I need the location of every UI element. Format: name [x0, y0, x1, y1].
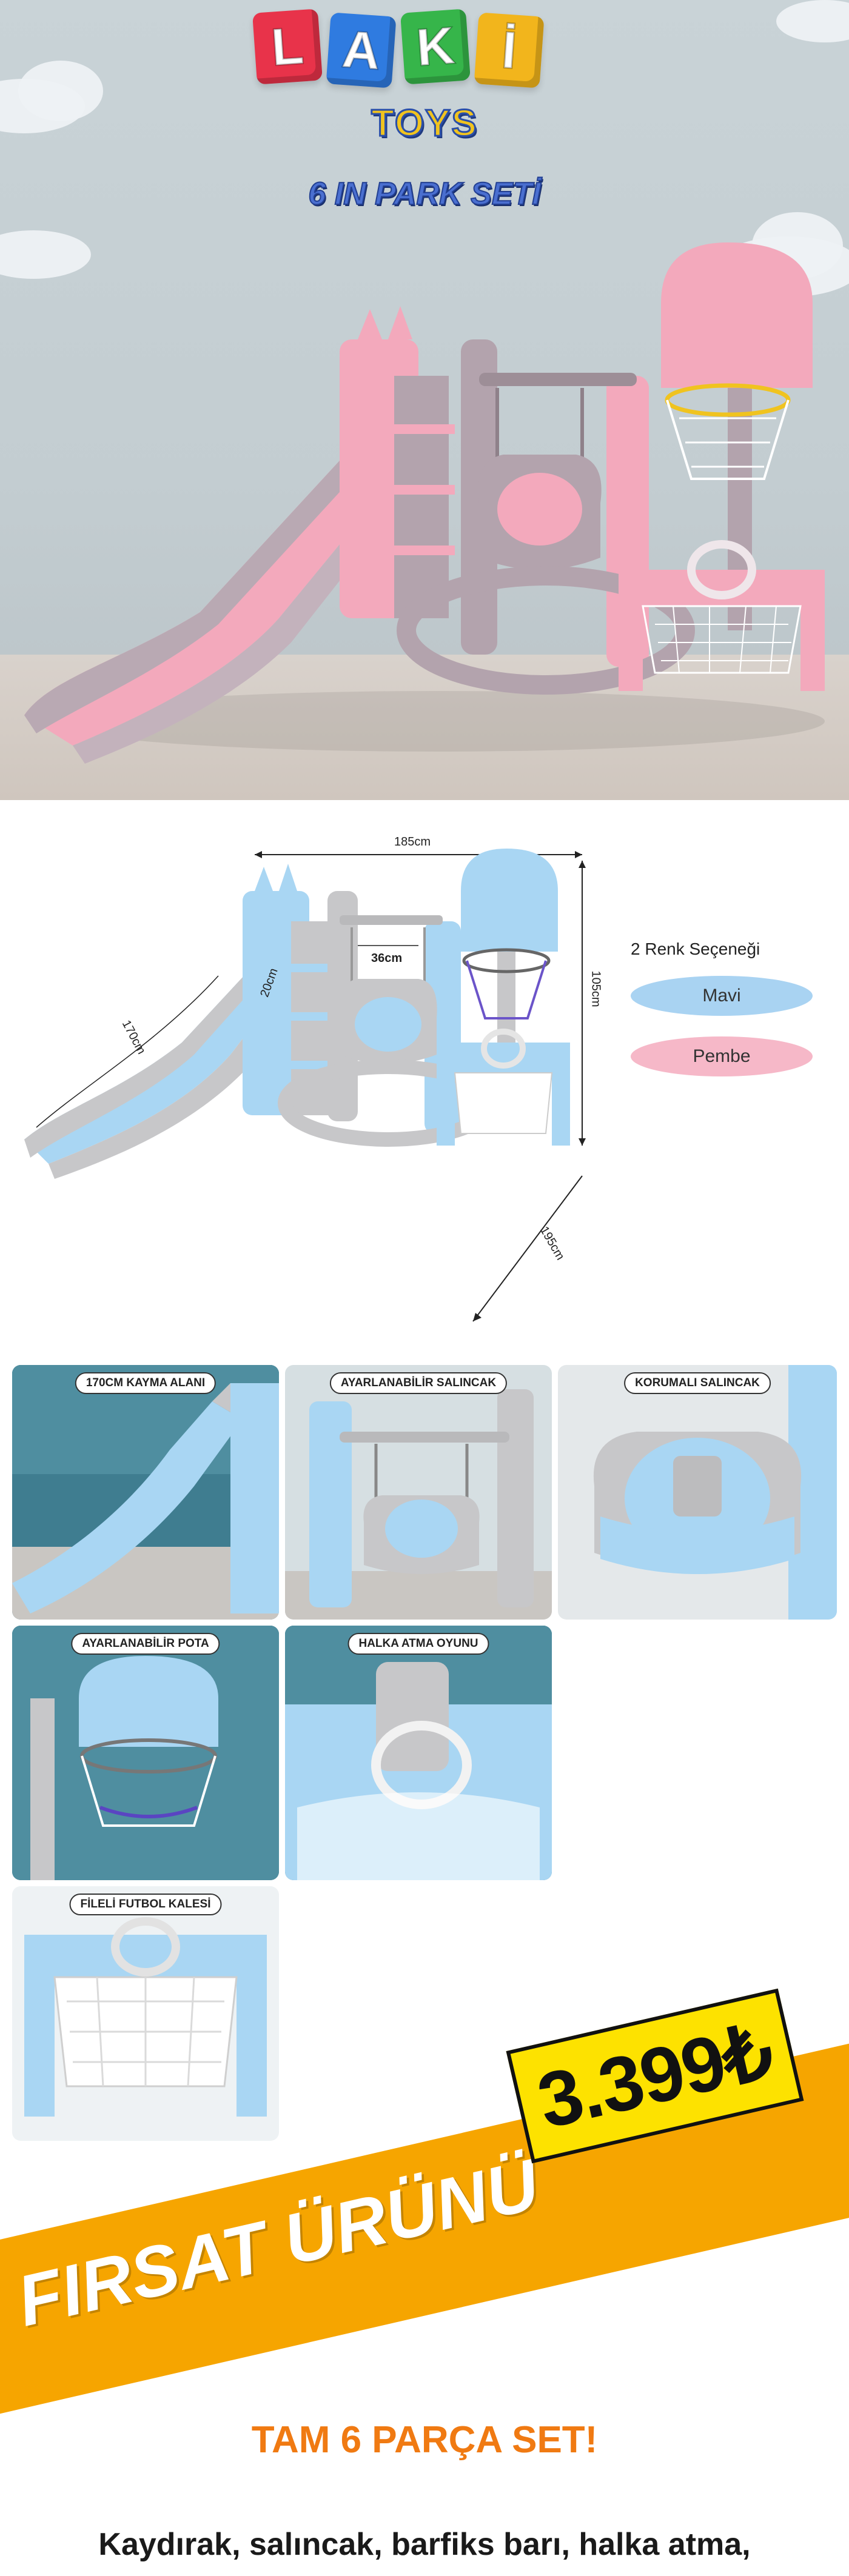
blue-park-set-diagram — [24, 849, 586, 1322]
color-option-blue-label: Mavi — [702, 986, 741, 1006]
feature-tile-slide: 170CM KAYMA ALANI — [12, 1365, 279, 1620]
football-goal-photo — [24, 1917, 267, 2117]
hero-section: L A K İ TOYS 6 IN PARK SETİ — [0, 0, 849, 800]
slide-photo — [12, 1365, 279, 1620]
cloud-top-right — [776, 0, 849, 42]
ring-toss — [687, 540, 756, 599]
set-title: 6 IN PARK SETİ — [307, 176, 541, 212]
feature-label-protected-swing: KORUMALI SALINCAK — [624, 1372, 771, 1394]
dimension-swing: 36cm — [371, 952, 403, 965]
feature-tile-ring-toss: HALKA ATMA OYUNU — [285, 1626, 552, 1880]
feature-label-football-goal: FİLELİ FUTBOL KALESİ — [69, 1894, 222, 1915]
cloud-mid-left — [0, 230, 91, 279]
feature-label-ring-toss: HALKA ATMA OYUNU — [347, 1633, 489, 1655]
feature-tile-adjustable-swing: AYARLANABİLİR SALINCAK — [285, 1365, 552, 1620]
dimensions-section: 185cm 105cm 195cm 170cm 36cm 20cm 2 Renk… — [0, 800, 849, 1358]
color-option-blue[interactable]: Mavi — [631, 976, 813, 1016]
promo-description: Kaydırak, salıncak, barfiks barı, halka … — [98, 2527, 751, 2562]
football-goal — [619, 570, 825, 691]
adjustable-hoop-photo — [12, 1626, 279, 1880]
color-options-title: 2 Renk Seçeneği — [631, 939, 760, 958]
swing-bar — [479, 373, 637, 386]
feature-label-slide: 170CM KAYMA ALANI — [75, 1372, 216, 1394]
dimension-height: 105cm — [589, 970, 603, 1007]
cloud-left-2 — [18, 61, 103, 121]
features-section: 170CM KAYMA ALANI AYARLANABİLİR SALINCAK… — [0, 1358, 849, 2146]
feature-label-adjustable-swing: AYARLANABİLİR SALINCAK — [329, 1372, 508, 1394]
pink-park-set-illustration — [24, 242, 825, 764]
feature-tile-football-goal: FİLELİ FUTBOL KALESİ — [12, 1886, 279, 2141]
feature-tile-adjustable-hoop: AYARLANABİLİR POTA — [12, 1626, 279, 1880]
dimension-width: 185cm — [394, 835, 431, 849]
feature-tile-protected-swing: KORUMALI SALINCAK — [558, 1365, 837, 1620]
adjustable-swing-photo — [285, 1389, 552, 1620]
brand-subtitle: TOYS — [371, 102, 478, 145]
feature-label-adjustable-hoop: AYARLANABİLİR POTA — [71, 1633, 220, 1655]
swing-base-ring — [397, 566, 695, 695]
protected-swing-photo — [593, 1365, 837, 1620]
ring-toss-photo — [285, 1626, 552, 1880]
color-option-pink[interactable]: Pembe — [631, 1036, 813, 1076]
basketball-backboard — [661, 242, 813, 388]
promo-headline: TAM 6 PARÇA SET! — [251, 2419, 598, 2461]
color-option-pink-label: Pembe — [693, 1046, 751, 1066]
